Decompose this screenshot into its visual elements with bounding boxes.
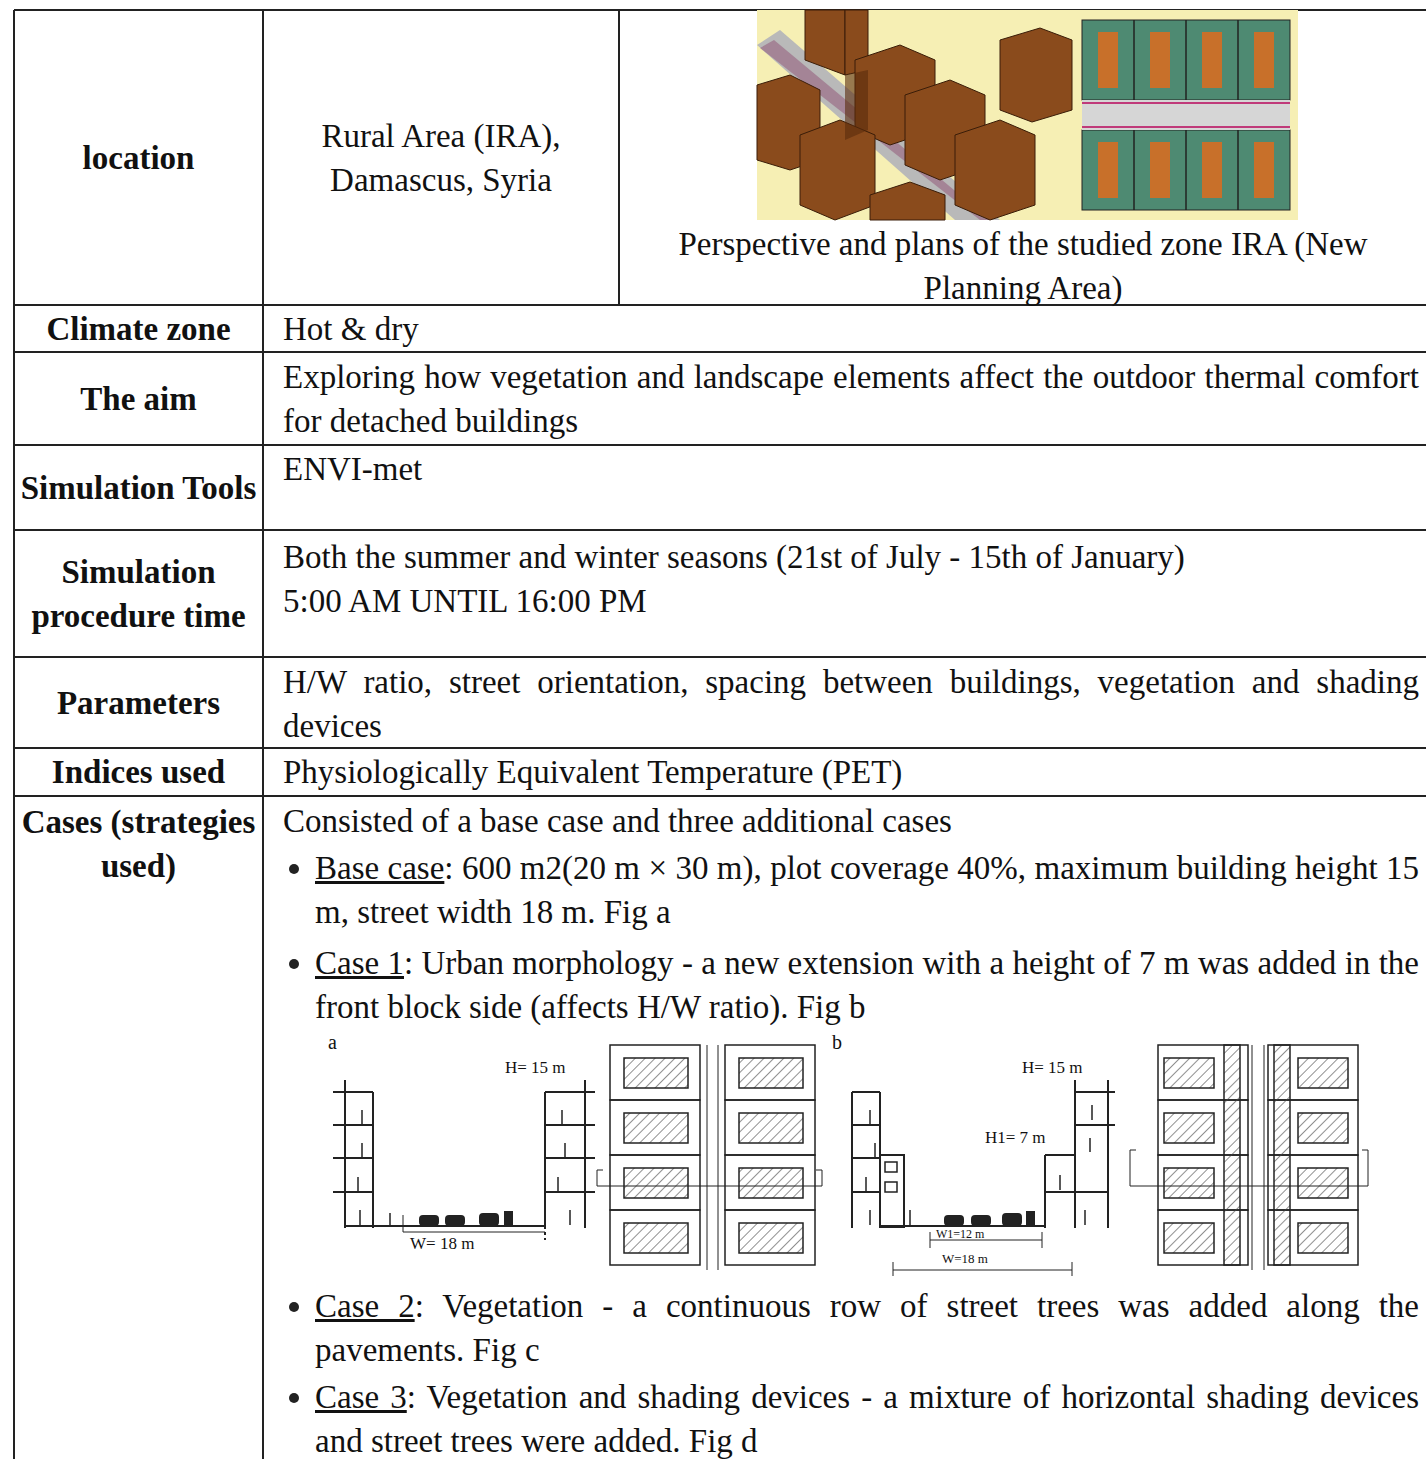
table-cell: Rural Area (IRA), Damascus, Syria bbox=[280, 114, 602, 202]
row-heading: The aim bbox=[80, 381, 196, 417]
row-heading: location bbox=[14, 136, 263, 180]
table-cell: H/W ratio, street orientation, spacing b… bbox=[283, 664, 1419, 744]
table-cell: 5:00 AM UNTIL 16:00 PM bbox=[283, 579, 1419, 623]
row-heading: Climate zone bbox=[46, 311, 230, 347]
dimension-label: W= 18 m bbox=[410, 1234, 510, 1254]
dimension-label: W1=12 m bbox=[936, 1227, 984, 1241]
table-cell: Rural Area (IRA), Damascus, Syria bbox=[321, 118, 560, 198]
dimension-label: H= 15 m bbox=[505, 1058, 566, 1077]
table-cell: Consisted of a base case and three addit… bbox=[283, 799, 1413, 843]
dimension-label: W=18 m bbox=[942, 1251, 1042, 1267]
case-text: : 600 m2(20 m × 30 m), plot coverage 40%… bbox=[315, 850, 1419, 930]
row-heading: Indices used bbox=[14, 750, 263, 794]
dimension-label: W= 18 m bbox=[410, 1234, 474, 1253]
table-cell: H/W ratio, street orientation, spacing b… bbox=[283, 660, 1419, 748]
case-name: Case 1 bbox=[315, 945, 404, 981]
table-cell: Consisted of a base case and three addit… bbox=[283, 803, 952, 839]
case-name: Case 3 bbox=[315, 1379, 407, 1415]
figure-a bbox=[333, 1045, 822, 1270]
row-heading: Simulation procedure time bbox=[14, 550, 263, 638]
row-heading: Climate zone bbox=[14, 307, 263, 351]
figure-letter: a bbox=[328, 1030, 358, 1054]
case-item: Base case: 600 m2(20 m × 30 m), plot cov… bbox=[315, 846, 1419, 934]
table-cell: ENVI-met bbox=[283, 451, 422, 487]
table-cell: Both the summer and winter seasons (21st… bbox=[283, 539, 1185, 575]
figure-caption: Perspective and plans of the studied zon… bbox=[678, 226, 1367, 306]
row-heading: location bbox=[83, 140, 195, 176]
figure-b bbox=[852, 1045, 1368, 1276]
row-heading: Simulation Tools bbox=[14, 466, 263, 510]
case-item: Case 3: Vegetation and shading devices -… bbox=[315, 1375, 1419, 1459]
case-text: : Vegetation and shading devices - a mix… bbox=[315, 1379, 1419, 1459]
table-cell: Both the summer and winter seasons (21st… bbox=[283, 535, 1419, 579]
table-cell: Hot & dry bbox=[283, 311, 419, 347]
case-name: Case 2 bbox=[315, 1288, 415, 1324]
dimension-label: W=18 m bbox=[942, 1251, 988, 1266]
row-heading: Simulation Tools bbox=[21, 470, 257, 506]
case-text: : Urban morphology - a new extension wit… bbox=[315, 945, 1419, 1025]
dimension-label: H1= 7 m bbox=[985, 1128, 1047, 1148]
bullets bbox=[289, 864, 299, 1403]
figure-letter: b bbox=[832, 1031, 842, 1053]
row-heading: Cases (strategies used) bbox=[14, 800, 263, 888]
dimension-label: H= 15 m bbox=[1022, 1058, 1112, 1078]
case-item: Case 2: Vegetation - a continuous row of… bbox=[315, 1284, 1419, 1372]
figure-letter: b bbox=[832, 1030, 862, 1054]
table-grid bbox=[14, 10, 1426, 1459]
row-heading: The aim bbox=[14, 377, 263, 421]
row-heading: Parameters bbox=[57, 685, 220, 721]
row-heading: Cases (strategies used) bbox=[22, 804, 256, 884]
dimension-label: H1= 7 m bbox=[985, 1128, 1046, 1147]
dimension-label: H= 15 m bbox=[505, 1058, 595, 1078]
figure-letter: a bbox=[328, 1031, 337, 1053]
row-heading: Simulation procedure time bbox=[31, 554, 245, 634]
case-item: Case 1: Urban morphology - a new extensi… bbox=[315, 941, 1419, 1029]
row-heading: Indices used bbox=[52, 754, 225, 790]
row-heading: Parameters bbox=[14, 681, 263, 725]
table-cell: Physiologically Equivalent Temperature (… bbox=[283, 750, 1413, 794]
dimension-label: W1=12 m bbox=[936, 1228, 1036, 1241]
zone-illustration bbox=[757, 10, 1298, 220]
table-cell: Hot & dry bbox=[283, 307, 1413, 351]
table-cell: Exploring how vegetation and landscape e… bbox=[283, 355, 1419, 443]
case-text: : Vegetation - a continuous row of stree… bbox=[315, 1288, 1419, 1368]
table-cell: Exploring how vegetation and landscape e… bbox=[283, 359, 1419, 439]
table-cell: Physiologically Equivalent Temperature (… bbox=[283, 754, 902, 790]
figure-caption: Perspective and plans of the studied zon… bbox=[628, 222, 1418, 310]
dimension-label: H= 15 m bbox=[1022, 1058, 1083, 1077]
table-cell: ENVI-met bbox=[283, 447, 1413, 491]
table-cell: 5:00 AM UNTIL 16:00 PM bbox=[283, 583, 647, 619]
case-name: Base case bbox=[315, 850, 444, 886]
